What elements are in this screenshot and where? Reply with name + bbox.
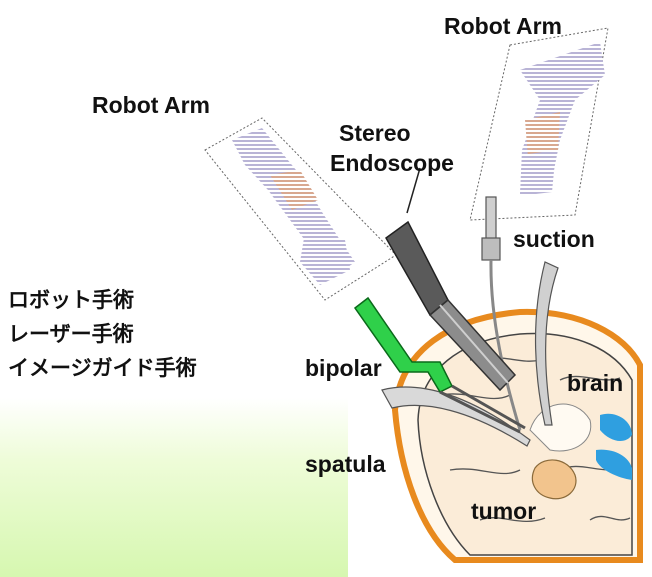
technique-laser-surgery: レーザー手術: [8, 317, 197, 351]
stereo-endoscope-label-line1: Stereo: [339, 122, 411, 145]
spatula-label: spatula: [305, 453, 386, 476]
technique-robot-surgery: ロボット手術: [8, 283, 197, 317]
robot-arm-right-label: Robot Arm: [444, 15, 562, 38]
robot-arm-right: [470, 28, 608, 220]
bipolar-label: bipolar: [305, 357, 382, 380]
stereo-endoscope-label-line2: Endoscope: [330, 152, 454, 175]
technique-image-guided-surgery: イメージガイド手術: [8, 351, 197, 385]
robot-arm-left-label: Robot Arm: [92, 94, 210, 117]
tumor-shape: [532, 460, 576, 499]
suction-label: suction: [513, 228, 595, 251]
surgery-technique-list: ロボット手術 レーザー手術 イメージガイド手術: [8, 283, 197, 385]
tumor-label: tumor: [471, 500, 536, 523]
brain-label: brain: [567, 372, 623, 395]
